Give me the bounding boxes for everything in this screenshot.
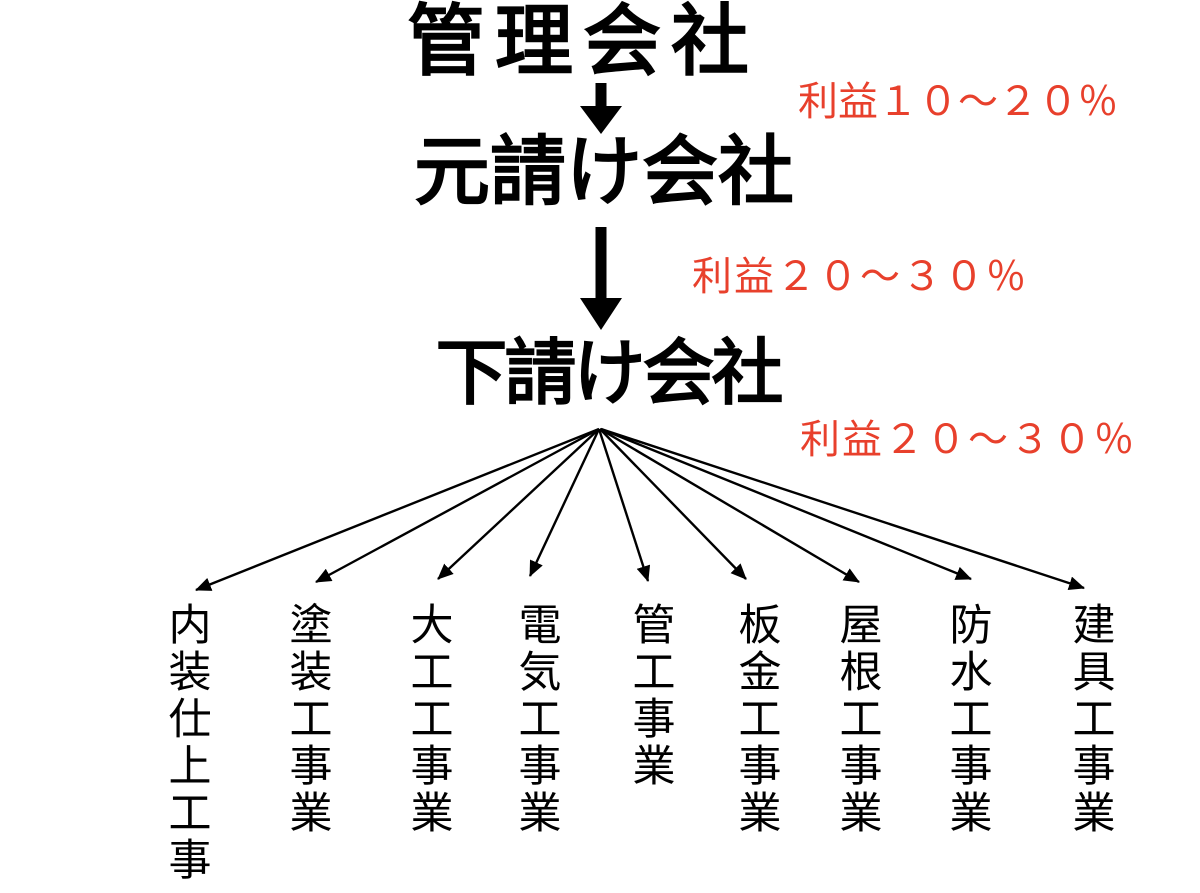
profit-label-1: 利益１０～２０％ (798, 80, 1118, 124)
trade-label-carpentry: 大工工事業 (404, 602, 452, 837)
fan-arrow (528, 428, 601, 577)
trade-label-waterproofing: 防水工事業 (943, 602, 991, 837)
down-arrow-icon (580, 227, 622, 330)
trade-label-plumbing: 管工事業 (626, 602, 674, 790)
fan-arrow (195, 427, 600, 592)
profit-label-2: 利益２０～３０％ (692, 255, 1028, 299)
management-company-label: 管理会社 (406, 0, 760, 85)
fan-arrow (599, 428, 747, 580)
down-arrow-icon (580, 83, 622, 134)
trade-label-roofing: 屋根工事業 (833, 602, 881, 837)
subcontractor-label: 下請け会社 (435, 334, 783, 414)
profit-label-3: 利益２０～３０％ (800, 418, 1136, 462)
trade-label-electrical: 電気工事業 (512, 602, 560, 837)
trade-label-interior-finishing: 内装仕上工事 (162, 602, 210, 884)
fan-arrow (597, 428, 651, 582)
fan-arrow (437, 428, 600, 580)
trade-label-painting: 塗装工事業 (283, 602, 331, 837)
trade-label-fittings: 建具工事業 (1066, 602, 1114, 837)
trade-label-sheet-metal: 板金工事業 (732, 602, 780, 837)
fan-arrow (315, 427, 600, 584)
prime-contractor-label: 元請け会社 (414, 130, 794, 215)
